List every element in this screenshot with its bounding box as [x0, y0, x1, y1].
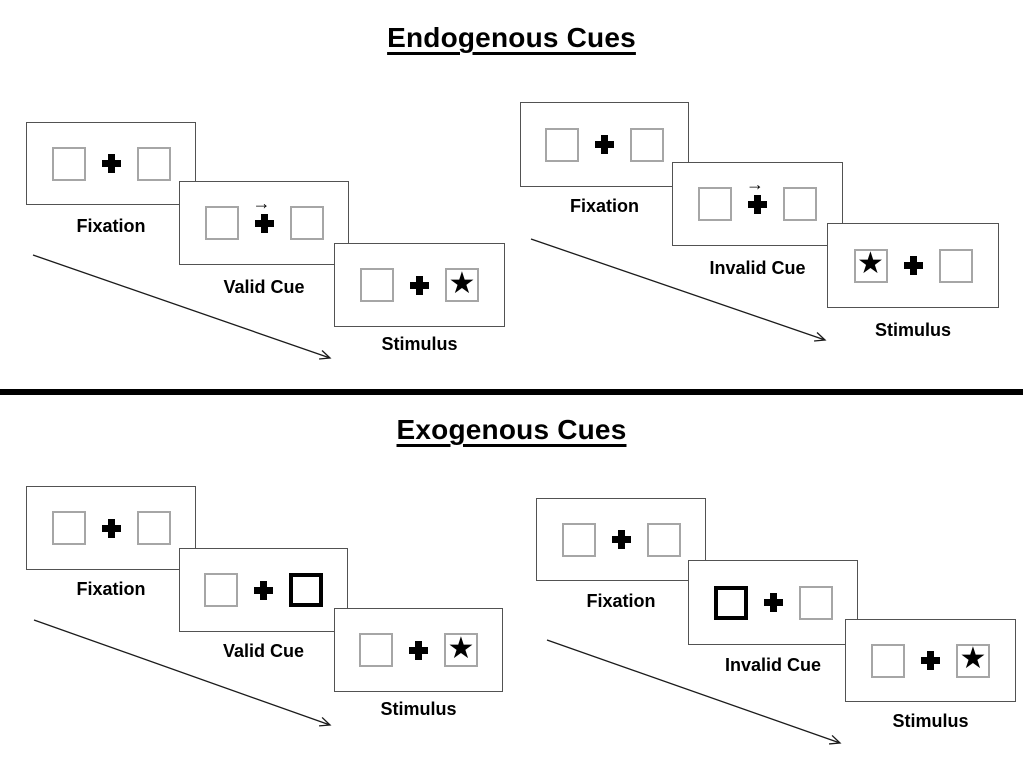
panel-label: Fixation: [569, 196, 639, 216]
panel-endo-valid-cue: →: [179, 181, 349, 265]
right-box: [798, 585, 833, 620]
left-box: [698, 187, 732, 221]
panel-label: Stimulus: [380, 699, 457, 719]
fixation-cross: →: [746, 175, 767, 214]
star-icon: ★: [448, 266, 476, 300]
panel-label: Valid Cue: [222, 641, 305, 661]
plus-icon: [101, 518, 121, 538]
left-box: [204, 573, 238, 607]
plus-icon: [101, 154, 121, 173]
panel-endo-valid-stimulus: ★: [334, 243, 505, 327]
panel-label: Invalid Cue: [709, 258, 806, 278]
right-box: ★: [956, 642, 990, 678]
cue-arrow-icon: →: [252, 192, 271, 213]
plus-icon: [254, 213, 274, 233]
fixation-cross: [763, 593, 783, 612]
fixation-cross: [921, 651, 940, 670]
timeline-arrow-exogenous-valid: [33, 619, 332, 727]
cue-arrow-icon: →: [746, 173, 764, 194]
panel-endo-valid-fixation: [26, 122, 196, 205]
panel-exo-invalid-cue: [688, 560, 858, 645]
right-box: [136, 511, 171, 545]
section-title-exogenous: Exogenous Cues: [396, 414, 627, 445]
left-box: [359, 633, 393, 667]
right-box: [630, 127, 664, 162]
fixation-cross: [903, 256, 923, 275]
fixation-cross: [595, 135, 614, 154]
fixation-cross: [611, 530, 631, 549]
panel-label: Fixation: [76, 216, 146, 236]
right-box: [289, 206, 324, 240]
left-box: [51, 511, 86, 545]
timeline-arrow-endogenous-invalid: [530, 238, 827, 342]
panel-label: Stimulus: [892, 711, 969, 731]
plus-icon: [595, 135, 614, 154]
panel-endo-invalid-fixation: [520, 102, 689, 187]
panel-label: Fixation: [586, 591, 656, 611]
panel-exo-invalid-stimulus: ★: [845, 619, 1016, 702]
section-divider: [0, 389, 1023, 395]
panel-label: Stimulus: [874, 320, 951, 340]
panel-exo-valid-fixation: [26, 486, 196, 570]
panel-endo-invalid-stimulus: ★: [827, 223, 999, 308]
right-box: [783, 187, 817, 221]
fixation-cross: [409, 640, 428, 660]
plus-icon: [763, 593, 783, 612]
panel-endo-invalid-cue: →: [672, 162, 843, 246]
right-box: [136, 146, 171, 181]
fixation-cross: →: [253, 194, 274, 233]
fixation-cross: [101, 518, 121, 538]
left-box: [871, 643, 905, 678]
panel-exo-valid-stimulus: ★: [334, 608, 503, 692]
right-box: [938, 248, 973, 283]
right-box-cue-highlight: [289, 573, 323, 607]
panel-label: Invalid Cue: [724, 655, 822, 675]
plus-icon: [254, 580, 273, 600]
fixation-cross: [101, 154, 121, 173]
star-icon: ★: [447, 631, 475, 665]
plus-icon: [611, 530, 631, 549]
right-box: [646, 522, 681, 557]
timeline-arrow-endogenous-valid: [32, 254, 332, 360]
panel-exo-invalid-fixation: [536, 498, 706, 581]
left-box-cue-highlight: [713, 585, 748, 620]
right-box: ★: [445, 268, 479, 302]
plus-icon: [409, 640, 428, 660]
panel-label: Valid Cue: [223, 277, 305, 297]
left-box: [360, 268, 394, 302]
panel-exo-valid-cue: [179, 548, 348, 632]
section-title-endogenous: Endogenous Cues: [387, 22, 636, 53]
plus-icon: [903, 256, 923, 275]
timeline-arrow-exogenous-invalid: [546, 639, 842, 745]
star-icon: ★: [959, 642, 987, 675]
plus-icon: [410, 275, 429, 295]
left-box: ★: [853, 247, 888, 283]
left-box: [545, 127, 579, 162]
plus-icon: [748, 194, 767, 214]
fixation-cross: [410, 275, 429, 295]
left-box: [51, 146, 86, 181]
fixation-cross: [254, 580, 273, 600]
right-box: ★: [444, 633, 478, 667]
panel-label: Fixation: [76, 579, 146, 599]
left-box: [204, 206, 239, 240]
plus-icon: [921, 651, 940, 670]
star-icon: ★: [857, 247, 884, 280]
panel-label: Stimulus: [381, 334, 458, 354]
left-box: [561, 522, 596, 557]
